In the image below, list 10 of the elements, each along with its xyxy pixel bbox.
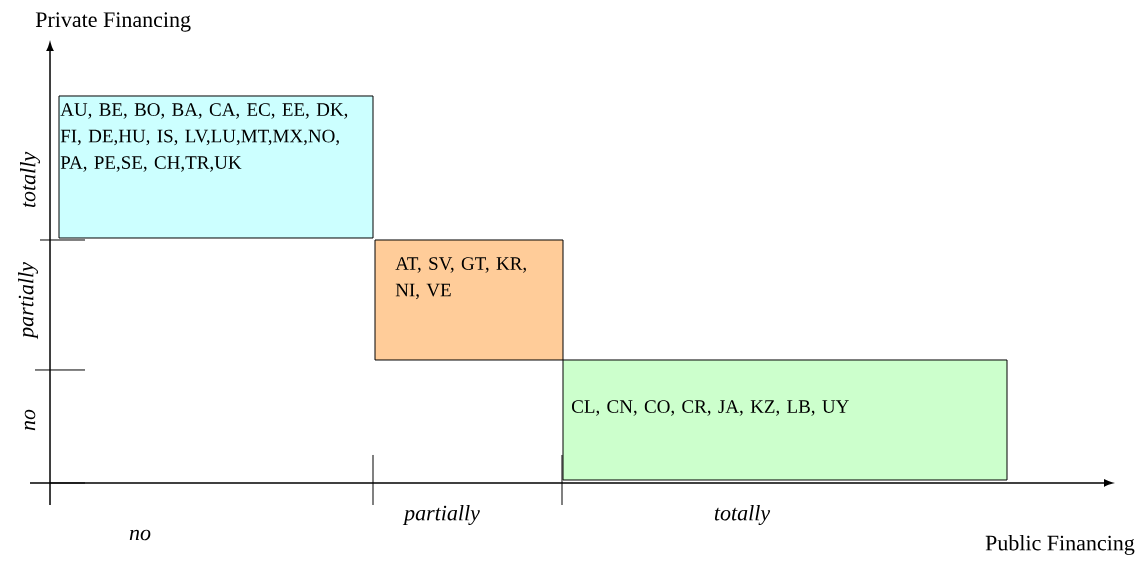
axis-label: no [129,529,151,541]
axis-label: partially [402,505,480,525]
country-box: AT, SV, GT, KR, NI, VE [374,239,564,361]
axis-label: Private Financing [35,12,191,32]
axis-label: no [24,409,36,431]
axis-label: Public Financing [985,535,1135,555]
axis-label: partially [18,262,38,340]
country-box: CL, CN, CO, CR, JA, KZ, LB, UY [562,359,1008,481]
axis-label: totally [714,505,771,525]
country-box: AU, BE, BO, BA, CA, EC, EE, DK, FI, DE,HU, IS, LV,LU,MT,MX,NO, PA, PE,SE, CH,TR,UK [58,95,374,239]
